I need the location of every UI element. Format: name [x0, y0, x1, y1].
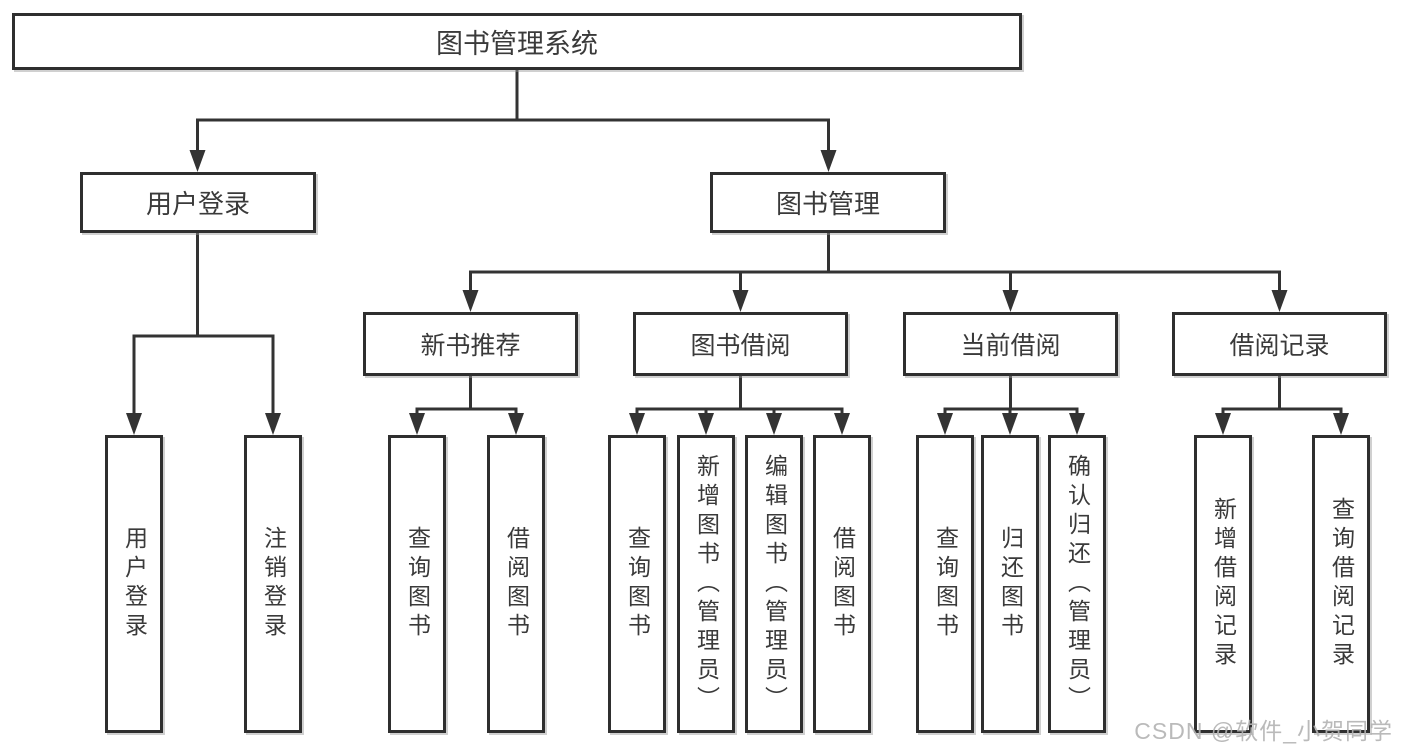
node-book-management-label: 图书管理 [775, 189, 880, 219]
leaf-records-query-record-label: 查询借阅记录 [1328, 497, 1355, 671]
leaf-recommend-borrow-books: 借阅图书 [487, 435, 545, 733]
leaf-recommend-query-books: 查询图书 [388, 435, 446, 733]
leaf-logout: 注销登录 [244, 435, 302, 733]
leaf-recommend-borrow-books-label: 借阅图书 [503, 526, 530, 642]
node-user-login-label: 用户登录 [145, 189, 250, 219]
leaf-user-login: 用户登录 [105, 435, 163, 733]
node-user-login: 用户登录 [80, 172, 316, 233]
node-new-book-recommend-label: 新书推荐 [420, 332, 521, 360]
node-new-book-recommend: 新书推荐 [363, 312, 578, 376]
node-book-borrowing: 图书借阅 [633, 312, 848, 376]
leaf-borrowing-edit-books-admin: 编辑图书（管理员） [745, 435, 803, 733]
node-current-borrowing-label: 当前借阅 [960, 332, 1061, 360]
leaf-borrowing-borrow-books: 借阅图书 [813, 435, 871, 733]
leaf-current-return-books: 归还图书 [981, 435, 1039, 733]
leaf-current-confirm-return-admin: 确认归还（管理员） [1048, 435, 1106, 733]
node-borrowing-records-label: 借阅记录 [1229, 332, 1330, 360]
node-book-management: 图书管理 [710, 172, 946, 233]
leaf-user-login-label: 用户登录 [121, 526, 148, 642]
leaf-records-query-record: 查询借阅记录 [1312, 435, 1370, 733]
node-root-label: 图书管理系统 [436, 29, 598, 59]
node-root: 图书管理系统 [12, 13, 1022, 70]
leaf-current-query-books: 查询图书 [916, 435, 974, 733]
leaf-records-add-record-label: 新增借阅记录 [1210, 497, 1237, 671]
leaf-logout-label: 注销登录 [260, 526, 287, 642]
node-book-borrowing-label: 图书借阅 [690, 332, 791, 360]
leaf-borrowing-add-books-admin: 新增图书（管理员） [677, 435, 735, 733]
leaf-current-query-books-label: 查询图书 [932, 526, 959, 642]
node-borrowing-records: 借阅记录 [1172, 312, 1387, 376]
leaf-borrowing-borrow-books-label: 借阅图书 [829, 526, 856, 642]
csdn-watermark: CSDN @软件_小贺同学 [1134, 718, 1393, 744]
node-current-borrowing: 当前借阅 [903, 312, 1118, 376]
leaf-current-confirm-return-admin-label: 确认归还（管理员） [1064, 453, 1091, 715]
leaf-current-return-books-label: 归还图书 [997, 526, 1024, 642]
leaf-borrowing-edit-books-admin-label: 编辑图书（管理员） [761, 453, 788, 715]
leaf-records-add-record: 新增借阅记录 [1194, 435, 1252, 733]
leaf-recommend-query-books-label: 查询图书 [404, 526, 431, 642]
arrowhead-icons [126, 150, 1349, 435]
leaf-borrowing-add-books-admin-label: 新增图书（管理员） [693, 453, 720, 715]
leaf-borrowing-query-books: 查询图书 [608, 435, 666, 733]
leaf-borrowing-query-books-label: 查询图书 [624, 526, 651, 642]
